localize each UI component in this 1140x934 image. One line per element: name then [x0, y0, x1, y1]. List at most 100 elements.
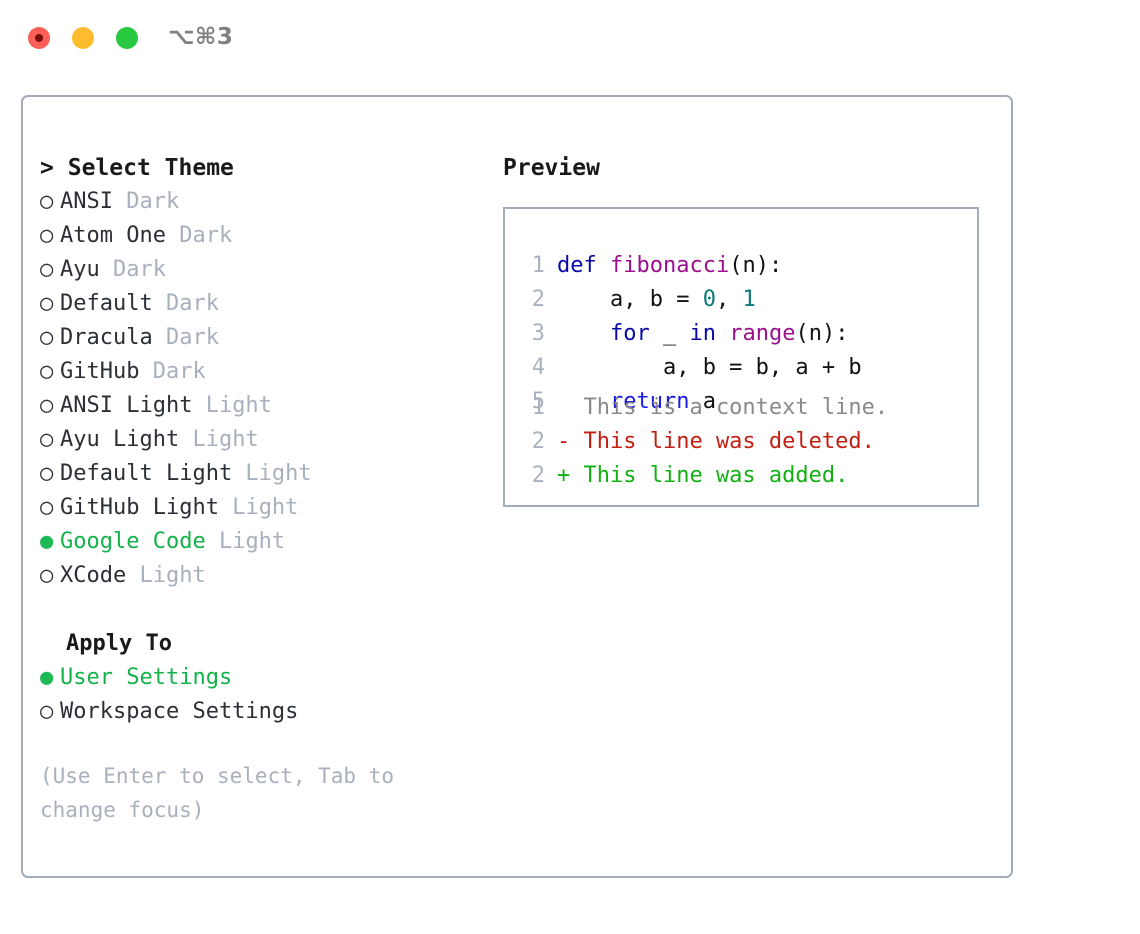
theme-option-variant: Dark: [152, 291, 219, 316]
theme-option-ayu-light[interactable]: ○Ayu Light Light: [40, 423, 470, 457]
code-token: range: [729, 321, 796, 346]
code-token: 0: [702, 287, 716, 312]
diff-line-text: This is a context line.: [557, 395, 889, 420]
prompt-caret-icon: >: [40, 155, 54, 181]
theme-option-variant: Dark: [112, 189, 180, 214]
theme-option-dracula[interactable]: ○Dracula Dark: [40, 321, 470, 355]
code-line: 1 def fibonacci(n):: [519, 249, 969, 283]
theme-option-github-light[interactable]: ○GitHub Light Light: [40, 491, 470, 525]
line-number: 2: [531, 429, 545, 454]
theme-option-github[interactable]: ○GitHub Dark: [40, 355, 470, 389]
radio-selected-icon: ●: [40, 665, 54, 690]
radio-unselected-icon: ○: [40, 699, 54, 724]
code-token: ,: [715, 287, 743, 312]
code-token: in: [689, 321, 716, 346]
theme-option-ansi[interactable]: ○ANSI Dark: [40, 185, 470, 219]
line-number: 2: [531, 287, 545, 312]
code-token: [597, 253, 610, 278]
theme-option-xcode[interactable]: ○XCode Light: [40, 559, 470, 593]
apply-to-option-label: Workspace Settings: [60, 699, 299, 724]
code-line: 5 return a: [519, 385, 969, 419]
theme-option-variant: Dark: [165, 223, 233, 248]
radio-unselected-icon: ○: [40, 257, 54, 282]
theme-option-ayu[interactable]: ○Ayu Dark: [40, 253, 470, 287]
code-token: a, b =: [557, 287, 703, 312]
apply-to-option-user-settings[interactable]: ●User Settings: [40, 661, 470, 695]
theme-option-label: ANSI Light: [60, 393, 193, 418]
theme-option-variant: Light: [205, 529, 286, 554]
theme-option-label: Atom One: [60, 223, 166, 248]
theme-list: ○ANSI Dark○Atom One Dark○Ayu Dark○Defaul…: [40, 185, 470, 593]
code-token: fibonacci: [610, 253, 730, 278]
theme-option-variant: Light: [192, 393, 272, 418]
line-number: 3: [531, 321, 545, 346]
code-token: a, b = b, a + b: [557, 355, 862, 380]
radio-unselected-icon: ○: [40, 563, 54, 588]
apply-to-list: ●User Settings○Workspace Settings: [40, 661, 470, 729]
radio-unselected-icon: ○: [40, 359, 54, 384]
theme-option-variant: Dark: [139, 359, 206, 384]
theme-option-variant: Light: [218, 495, 299, 520]
theme-option-label: Dracula: [60, 325, 153, 350]
code-line: 3 for _ in range(n):: [519, 317, 969, 351]
theme-option-google-code[interactable]: ●Google Code Light: [40, 525, 470, 559]
theme-option-label: XCode: [60, 563, 127, 588]
apply-to-option-label: User Settings: [60, 665, 233, 690]
radio-unselected-icon: ○: [40, 495, 54, 520]
theme-option-label: GitHub Light: [60, 495, 219, 520]
diff-line-text: - This line was deleted.: [557, 429, 875, 454]
code-token: [557, 321, 610, 346]
apply-to-option-workspace-settings[interactable]: ○Workspace Settings: [40, 695, 470, 729]
code-token: for: [609, 321, 650, 346]
code-token: def: [557, 253, 597, 278]
theme-option-label: Ayu: [60, 257, 100, 282]
preview-title: Preview: [503, 155, 600, 181]
code-line: 4 a, b = b, a + b: [519, 351, 969, 385]
radio-unselected-icon: ○: [40, 223, 54, 248]
code-line: 2 a, b = 0, 1: [519, 283, 969, 317]
select-theme-heading: > Select Theme: [40, 151, 470, 185]
code-token: 1: [742, 287, 756, 312]
list-spacer: [40, 593, 470, 627]
traffic-light-group: [28, 27, 138, 49]
theme-option-ansi-light[interactable]: ○ANSI Light Light: [40, 389, 470, 423]
theme-option-default-light[interactable]: ○Default Light Light: [40, 457, 470, 491]
maximize-window-button[interactable]: [116, 27, 138, 49]
line-number: 5: [531, 389, 545, 414]
keyboard-shortcut-label: ⌥⌘3: [168, 24, 234, 50]
diff-sample: 1 This is a context line. 2 - This line wa…: [519, 391, 969, 493]
line-number: 1: [531, 395, 545, 420]
code-token: (n):: [795, 321, 849, 346]
theme-selection-column: > Select Theme ○ANSI Dark○Atom One Dark○…: [40, 151, 470, 827]
code-token: a: [689, 389, 716, 414]
code-token: [716, 321, 729, 346]
theme-picker-panel: > Select Theme ○ANSI Dark○Atom One Dark○…: [21, 95, 1013, 878]
keyboard-hint-text: (Use Enter to select, Tab to change focu…: [40, 764, 407, 822]
theme-option-default[interactable]: ○Default Dark: [40, 287, 470, 321]
radio-unselected-icon: ○: [40, 427, 54, 452]
minimize-window-button[interactable]: [72, 27, 94, 49]
radio-selected-icon: ●: [40, 529, 54, 554]
line-number: 4: [531, 355, 545, 380]
diff-line: 1 This is a context line.: [519, 391, 969, 425]
code-token: (n):: [729, 253, 783, 278]
theme-option-variant: Light: [126, 563, 206, 588]
theme-option-label: Default Light: [60, 461, 233, 486]
theme-option-variant: Dark: [99, 257, 166, 282]
theme-option-label: Google Code: [60, 529, 206, 554]
code-token: _: [649, 321, 690, 346]
theme-option-label: GitHub: [60, 359, 140, 384]
radio-unselected-icon: ○: [40, 461, 54, 486]
close-window-button[interactable]: [28, 27, 50, 49]
theme-option-atom-one[interactable]: ○Atom One Dark: [40, 219, 470, 253]
diff-line-text: + This line was added.: [557, 463, 849, 488]
select-theme-heading-label: Select Theme: [67, 155, 234, 181]
radio-unselected-icon: ○: [40, 291, 54, 316]
line-number: 1: [531, 253, 545, 278]
theme-option-variant: Light: [179, 427, 259, 452]
radio-unselected-icon: ○: [40, 393, 54, 418]
